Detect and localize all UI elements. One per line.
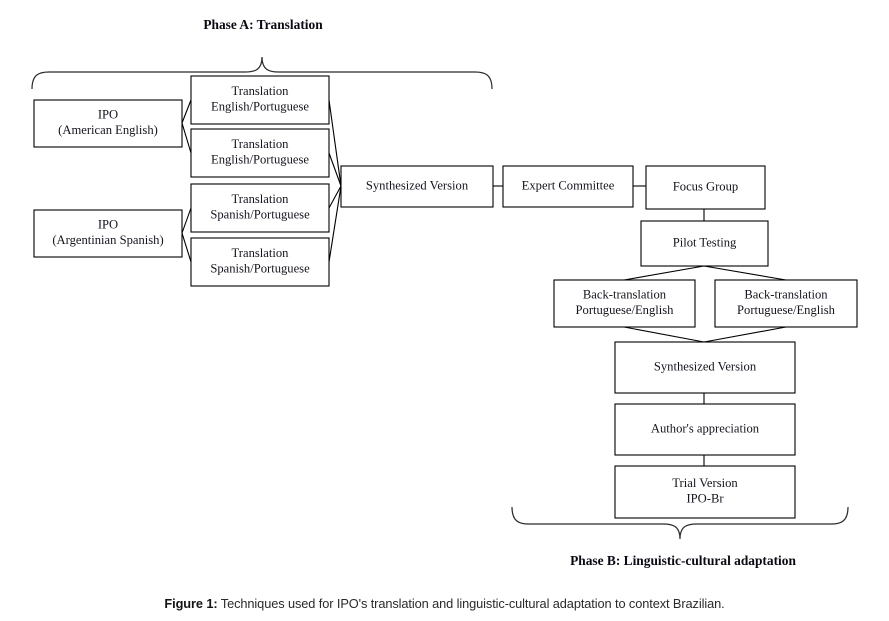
connector-ipo-en-to-translation-2 bbox=[181, 122, 192, 154]
connector-pilot-testing-to-back-translation-right bbox=[703, 265, 787, 281]
node-label-ipo-argentinian-spanish: (Argentinian Spanish) bbox=[52, 233, 163, 247]
node-box-ipo-american-english bbox=[33, 99, 183, 148]
node-box-translation-spanish-portuguese-2 bbox=[190, 237, 330, 287]
node-box-focus-group bbox=[645, 165, 766, 210]
connectors-layer bbox=[181, 99, 787, 466]
phase-title-phase-a: Phase A: Translation bbox=[203, 17, 323, 32]
connector-ipo-en-to-translation-1 bbox=[181, 99, 192, 124]
node-label-ipo-argentinian-spanish: IPO bbox=[98, 218, 118, 232]
node-label-translation-spanish-portuguese-2: Translation bbox=[232, 246, 290, 260]
node-label-translation-english-portuguese-2: Translation bbox=[232, 137, 290, 151]
node-label-back-translation-right: Back-translation bbox=[744, 288, 828, 302]
node-label-ipo-american-english: (American English) bbox=[58, 123, 158, 137]
node-pilot-testing: Pilot Testing bbox=[640, 220, 769, 267]
node-box-translation-spanish-portuguese-1 bbox=[190, 183, 330, 233]
node-box-translation-english-portuguese-2 bbox=[190, 128, 330, 178]
node-label-pilot-testing: Pilot Testing bbox=[673, 235, 737, 249]
node-box-expert-committee bbox=[502, 165, 634, 208]
node-box-back-translation-left bbox=[553, 279, 696, 328]
node-label-synthesized-version-b: Synthesized Version bbox=[654, 359, 757, 373]
brace-phase-a bbox=[31, 56, 493, 90]
node-label-authors-appreciation: Author's appreciation bbox=[651, 421, 760, 435]
node-label-translation-english-portuguese-1: English/Portuguese bbox=[211, 100, 309, 114]
node-label-translation-spanish-portuguese-1: Translation bbox=[232, 192, 290, 206]
node-synthesized-version-b: Synthesized Version bbox=[614, 341, 796, 394]
figure-caption-text: Techniques used for IPO's translation an… bbox=[220, 596, 725, 611]
connector-translation-4-to-synth-a bbox=[328, 185, 342, 263]
process-nodes-layer: IPO(American English)IPO(Argentinian Spa… bbox=[33, 75, 858, 519]
connector-pilot-testing-to-back-translation-left bbox=[623, 265, 705, 281]
node-label-focus-group: Focus Group bbox=[673, 179, 738, 193]
connector-translation-3-to-synth-a bbox=[328, 185, 342, 209]
node-label-translation-spanish-portuguese-1: Spanish/Portuguese bbox=[210, 208, 310, 222]
node-box-back-translation-right bbox=[714, 279, 858, 328]
connector-translation-1-to-synth-a bbox=[328, 99, 342, 187]
node-label-ipo-american-english: IPO bbox=[98, 108, 118, 122]
node-label-translation-english-portuguese-2: English/Portuguese bbox=[211, 153, 309, 167]
node-label-back-translation-left: Back-translation bbox=[583, 288, 667, 302]
phase-title-phase-b: Phase B: Linguistic-cultural adaptation bbox=[570, 553, 796, 568]
node-label-trial-version-ipo-br: IPO-Br bbox=[686, 492, 724, 506]
node-synthesized-version-a: Synthesized Version bbox=[340, 165, 494, 208]
node-box-translation-english-portuguese-1 bbox=[190, 75, 330, 125]
node-box-authors-appreciation bbox=[614, 403, 796, 456]
node-box-pilot-testing bbox=[640, 220, 769, 267]
connector-translation-2-to-synth-a bbox=[328, 152, 342, 187]
connector-back-translation-right-to-synth-b bbox=[703, 326, 787, 343]
figure-caption: Figure 1: Techniques used for IPO's tran… bbox=[0, 596, 889, 611]
node-box-synthesized-version-b bbox=[614, 341, 796, 394]
node-label-back-translation-right: Portuguese/English bbox=[737, 303, 836, 317]
connector-ipo-es-to-translation-3 bbox=[181, 207, 192, 234]
node-ipo-american-english: IPO(American English) bbox=[33, 99, 183, 148]
node-box-synthesized-version-a bbox=[340, 165, 494, 208]
node-label-translation-spanish-portuguese-2: Spanish/Portuguese bbox=[210, 262, 310, 276]
node-label-back-translation-left: Portuguese/English bbox=[576, 303, 675, 317]
connector-back-translation-left-to-synth-b bbox=[623, 326, 705, 343]
node-box-ipo-argentinian-spanish bbox=[33, 209, 183, 258]
phase-braces-layer bbox=[31, 56, 849, 540]
node-label-translation-english-portuguese-1: Translation bbox=[232, 84, 290, 98]
node-authors-appreciation: Author's appreciation bbox=[614, 403, 796, 456]
node-expert-committee: Expert Committee bbox=[502, 165, 634, 208]
node-label-trial-version-ipo-br: Trial Version bbox=[672, 476, 738, 490]
node-box-trial-version-ipo-br bbox=[614, 465, 796, 519]
connector-ipo-es-to-translation-4 bbox=[181, 232, 192, 263]
node-focus-group: Focus Group bbox=[645, 165, 766, 210]
figure-caption-label: Figure 1: bbox=[164, 596, 218, 611]
node-ipo-argentinian-spanish: IPO(Argentinian Spanish) bbox=[33, 209, 183, 258]
node-label-synthesized-version-a: Synthesized Version bbox=[366, 178, 469, 192]
node-label-expert-committee: Expert Committee bbox=[522, 178, 615, 192]
brace-phase-b bbox=[511, 506, 849, 540]
